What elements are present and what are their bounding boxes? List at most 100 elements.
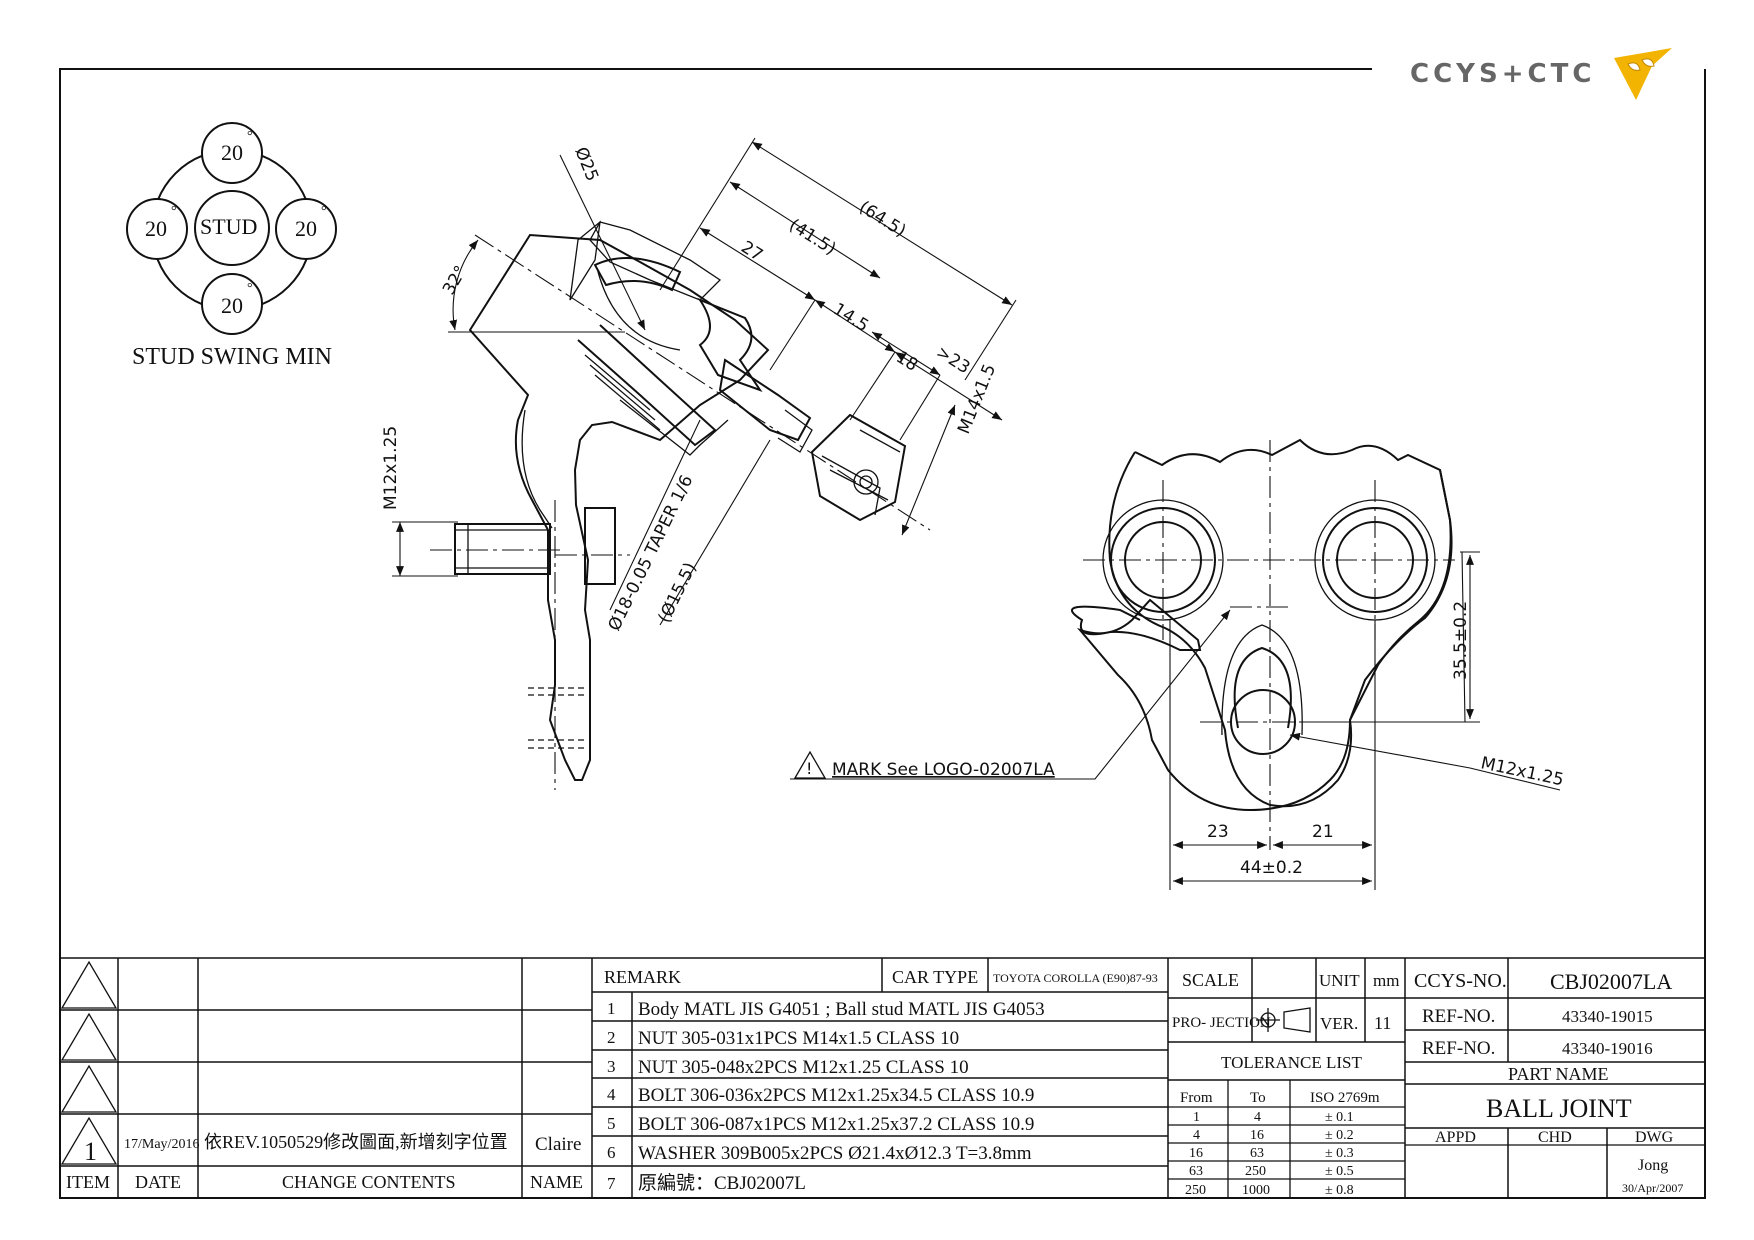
- tol-cell: 250: [1185, 1183, 1206, 1198]
- dim-41-5: (41.5): [785, 215, 839, 259]
- tol-header-to: To: [1250, 1090, 1266, 1106]
- swing-bottom: 20: [221, 293, 243, 318]
- tol-cell: 4: [1254, 1110, 1261, 1125]
- warning-triangle-icon: [793, 750, 827, 779]
- dwg-date: 30/Apr/2007: [1622, 1181, 1683, 1195]
- swing-right: 20: [295, 216, 317, 241]
- title-block: 1 17/May/2016 依REV.1050529修改圖面,新增刻字位置 Cl…: [60, 957, 1705, 1198]
- header-item: ITEM: [66, 1172, 110, 1192]
- ref1-value: 43340-19015: [1562, 1007, 1653, 1026]
- remark-no: 1: [607, 999, 616, 1018]
- company-logo: CCYS+CTC: [1410, 48, 1672, 100]
- plan-view: [1070, 438, 1455, 850]
- appd-label: APPD: [1435, 1129, 1476, 1146]
- logo-text: CCYS+CTC: [1410, 59, 1595, 89]
- tol-cell: ± 0.5: [1325, 1164, 1354, 1179]
- header-date: DATE: [135, 1172, 181, 1192]
- ref2-value: 43340-19016: [1562, 1039, 1653, 1058]
- revision-triangle-icon: [60, 1116, 118, 1165]
- remark-text: BOLT 306-036x2PCS M12x1.25x34.5 CLASS 10…: [638, 1085, 1034, 1106]
- remarks-table: REMARK CAR TYPE TOYOTA COROLLA (E90)87-9…: [592, 958, 1169, 1198]
- tol-cell: 16: [1189, 1146, 1203, 1161]
- sheet-border: [59, 68, 1706, 1199]
- remark-text: BOLT 306-087x1PCS M12x1.25x37.2 CLASS 10…: [638, 1114, 1034, 1135]
- ccys-value: CBJ02007LA: [1550, 969, 1672, 994]
- chd-label: CHD: [1538, 1129, 1572, 1146]
- dim-angle: 32°: [439, 262, 471, 298]
- revision-table: 1 17/May/2016 依REV.1050529修改圖面,新增刻字位置 Cl…: [60, 958, 593, 1198]
- revision-name: Claire: [535, 1134, 581, 1155]
- ref2-label: REF-NO.: [1422, 1038, 1495, 1059]
- dim-27: 27: [737, 237, 766, 265]
- dim-44: 44±0.2: [1240, 858, 1303, 878]
- svg-text:!: !: [806, 759, 812, 778]
- tol-cell: 1000: [1242, 1183, 1270, 1198]
- tol-cell: ± 0.3: [1325, 1146, 1354, 1161]
- remark-text: NUT 305-048x2PCS M12x1.25 CLASS 10: [638, 1057, 969, 1078]
- remark-no: 6: [607, 1143, 616, 1162]
- swing-center: STUD: [200, 214, 257, 239]
- tol-cell: ± 0.8: [1325, 1183, 1354, 1198]
- dim-14-5: 14.5: [829, 299, 872, 336]
- revision-date: 17/May/2016: [124, 1137, 199, 1152]
- side-view: [430, 220, 931, 790]
- dim-18: 18: [892, 347, 921, 375]
- header-change-contents: CHANGE CONTENTS: [282, 1172, 456, 1192]
- remark-no: 3: [607, 1057, 616, 1076]
- revision-content: 依REV.1050529修改圖面,新增刻字位置: [204, 1132, 508, 1152]
- remark-text: NUT 305-031x1PCS M14x1.5 CLASS 10: [638, 1028, 959, 1049]
- ccys-label: CCYS-NO.: [1414, 970, 1507, 992]
- part-name-value: BALL JOINT: [1486, 1094, 1632, 1123]
- revision-triangle-icon: [60, 960, 118, 1009]
- swing-bottom-deg: °: [247, 281, 253, 296]
- part-name-label: PART NAME: [1508, 1064, 1608, 1084]
- tol-cell: 1: [1193, 1110, 1200, 1125]
- dwg-label: DWG: [1635, 1129, 1674, 1146]
- dim-35-5: 35.5±0.2: [1451, 601, 1471, 680]
- tol-cell: 63: [1189, 1164, 1203, 1179]
- tol-cell: 4: [1193, 1128, 1200, 1143]
- logo-mark-icon: [1614, 48, 1672, 100]
- header-name: NAME: [530, 1172, 583, 1192]
- swing-left: 20: [145, 216, 167, 241]
- revision-triangle-icon: [60, 1012, 118, 1061]
- car-type-value: TOYOTA COROLLA (E90)87-93: [993, 971, 1158, 985]
- tol-cell: 250: [1245, 1164, 1266, 1179]
- swing-top: 20: [221, 140, 243, 165]
- unit-label: UNIT: [1319, 971, 1360, 990]
- remark-no: 2: [607, 1028, 616, 1047]
- tol-cell: 16: [1250, 1128, 1264, 1143]
- stud-swing-diagram: 20 ° 20 ° 20 ° 20 ° STUD STUD SWING MIN: [126, 122, 337, 370]
- car-type-label: CAR TYPE: [892, 967, 978, 987]
- dim-taper: Ø18-0.05 TAPER 1/6: [605, 472, 698, 634]
- projection-label: PRO- JECTION: [1172, 1015, 1271, 1031]
- dim-d25: Ø25: [570, 144, 602, 184]
- dwg-name: Jong: [1638, 1157, 1668, 1174]
- part-info-table: CCYS-NO. CBJ02007LA REF-NO. 43340-19015 …: [1405, 958, 1705, 1198]
- scale-label: SCALE: [1182, 970, 1239, 990]
- ref1-label: REF-NO.: [1422, 1006, 1495, 1027]
- swing-left-deg: °: [171, 204, 177, 219]
- remark-text: 原編號：CBJ02007L: [638, 1172, 806, 1194]
- tol-cell: ± 0.2: [1325, 1128, 1354, 1143]
- remark-no: 7: [607, 1174, 616, 1193]
- plan-view-dimensions: ! MARK See LOGO-02007LA 35.5±0.2 M12x1.2…: [790, 551, 1566, 890]
- unit-value: mm: [1373, 971, 1399, 990]
- remark-no: 5: [607, 1114, 616, 1133]
- dim-m12-plan: M12x1.25: [1479, 753, 1566, 790]
- dim-21: 21: [1312, 822, 1334, 842]
- remark-header: REMARK: [604, 967, 681, 987]
- tol-header-from: From: [1180, 1090, 1213, 1106]
- tol-cell: 63: [1250, 1146, 1264, 1161]
- remark-no: 4: [607, 1085, 616, 1104]
- swing-top-deg: °: [247, 129, 253, 144]
- dim-gt-23: >23: [932, 342, 973, 378]
- dim-d15-5: (Ø15.5): [655, 559, 701, 626]
- tol-header-iso: ISO 2769m: [1310, 1090, 1380, 1106]
- dim-m12-side: M12x1.25: [381, 426, 401, 510]
- revision-triangle-icon: [60, 1064, 118, 1113]
- projection-symbol-icon: [1256, 1007, 1311, 1033]
- swing-right-deg: °: [321, 204, 327, 219]
- ver-value: 11: [1374, 1013, 1391, 1033]
